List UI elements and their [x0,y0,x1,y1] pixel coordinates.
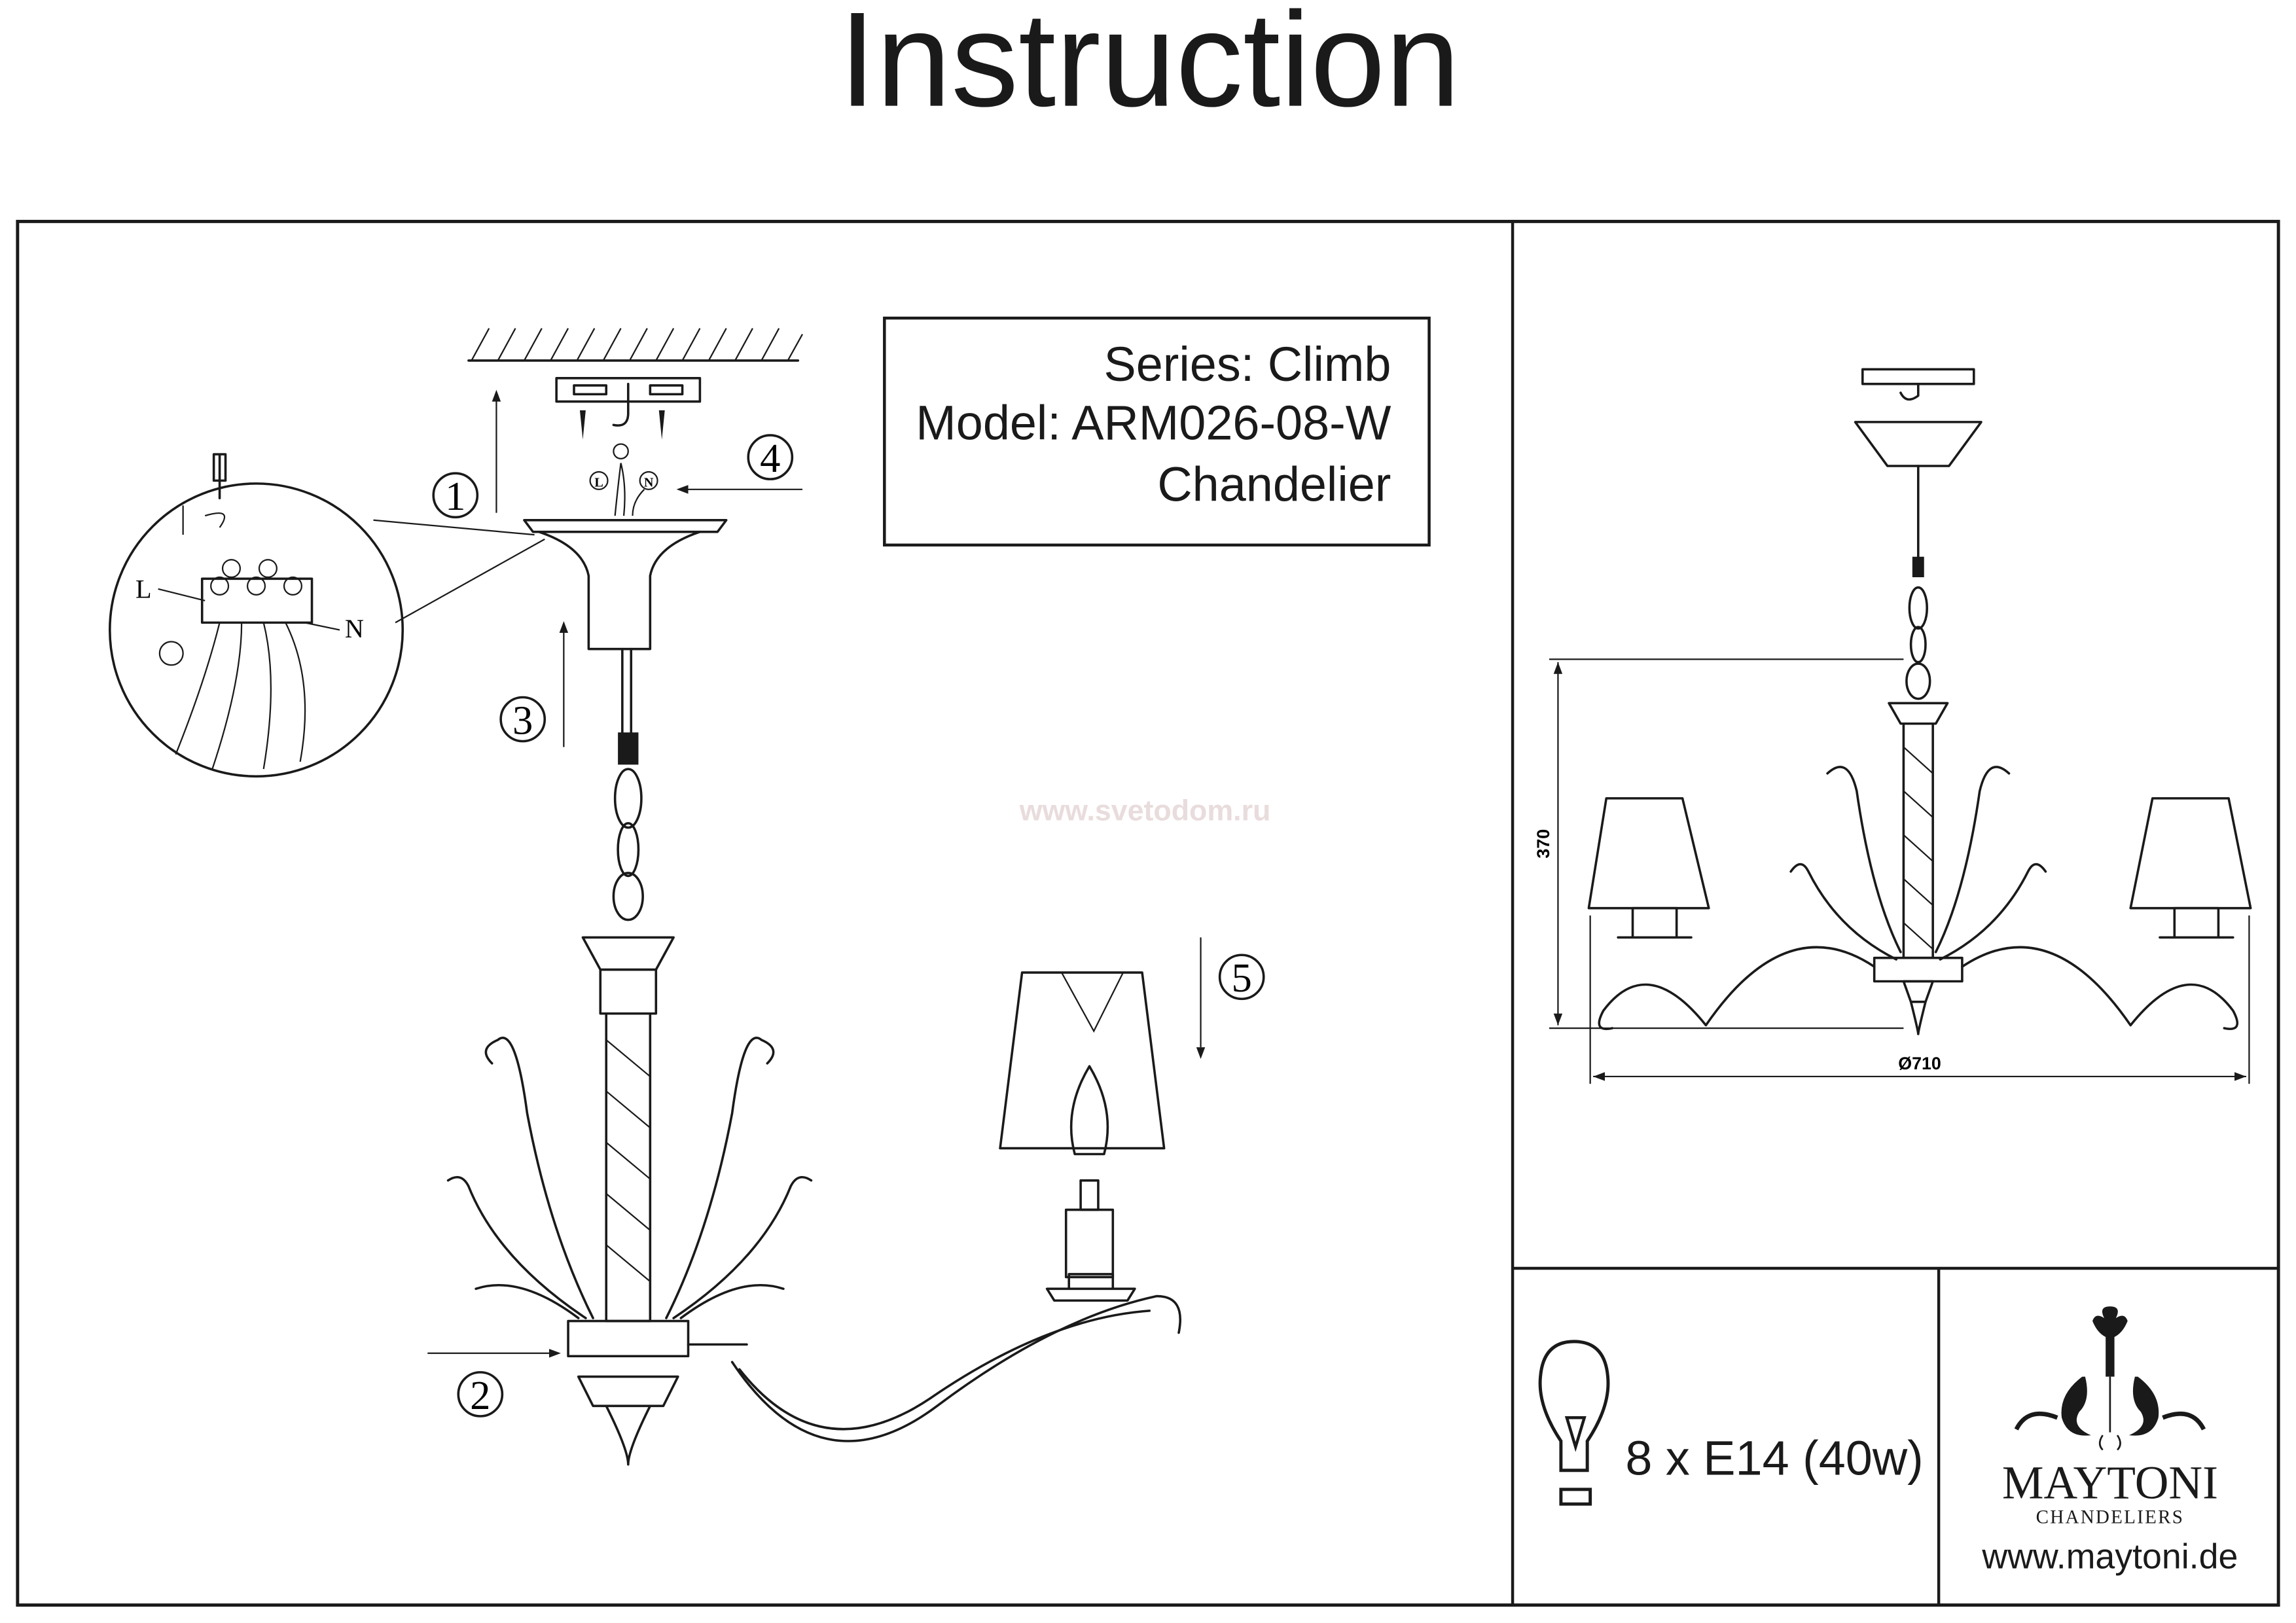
svg-text:3: 3 [512,697,533,743]
bulb-spec-text: 8 x E14 (40w) [1625,1431,1923,1485]
wire-label-l-small: L [594,475,603,490]
info-box: Series: Climb Model: ARM026-08-W Chandel… [883,316,1431,547]
maytoni-logo [2014,1306,2206,1451]
step-4: 4 [747,434,794,481]
brand-tagline: CHANDELIERS [2036,1507,2185,1527]
page-title: Instruction [838,0,1460,135]
watermark: www.svetodom.ru [1019,794,1271,827]
wire-label-n: N [345,614,364,643]
svg-text:1: 1 [445,473,465,519]
svg-text:4: 4 [760,435,780,481]
type-label: Chandelier [1157,457,1391,512]
step-3: 3 [499,696,547,743]
bulb-spec: 8 x E14 (40w) [1538,1340,1924,1506]
step-1: 1 [432,472,479,519]
svg-text:2: 2 [470,1372,490,1418]
brand-name: MAYTONI [2002,1457,2218,1508]
step-2: 2 [457,1371,504,1418]
diameter-dimension: Ø710 [1898,1054,1941,1073]
frame [16,219,2280,1607]
step-5: 5 [1218,954,1265,1001]
light-bulb-icon [1538,1340,1610,1506]
brand-website[interactable]: www.maytoni.de [1981,1537,2238,1577]
wire-label-l: L [135,574,152,603]
series-label: Series: Climb [1104,337,1391,391]
assembly-diagram: L N 1 4 3 2 5 L N [109,328,1265,1466]
brand-block: MAYTONI CHANDELIERS www.maytoni.de [1981,1306,2238,1577]
model-label: Model: ARM026-08-W [916,396,1391,450]
height-dimension: 370 [1534,829,1553,859]
svg-text:5: 5 [1232,955,1252,1001]
wire-label-n-small: N [644,475,654,490]
dimension-diagram: 370 Ø710 [1534,368,2252,1084]
